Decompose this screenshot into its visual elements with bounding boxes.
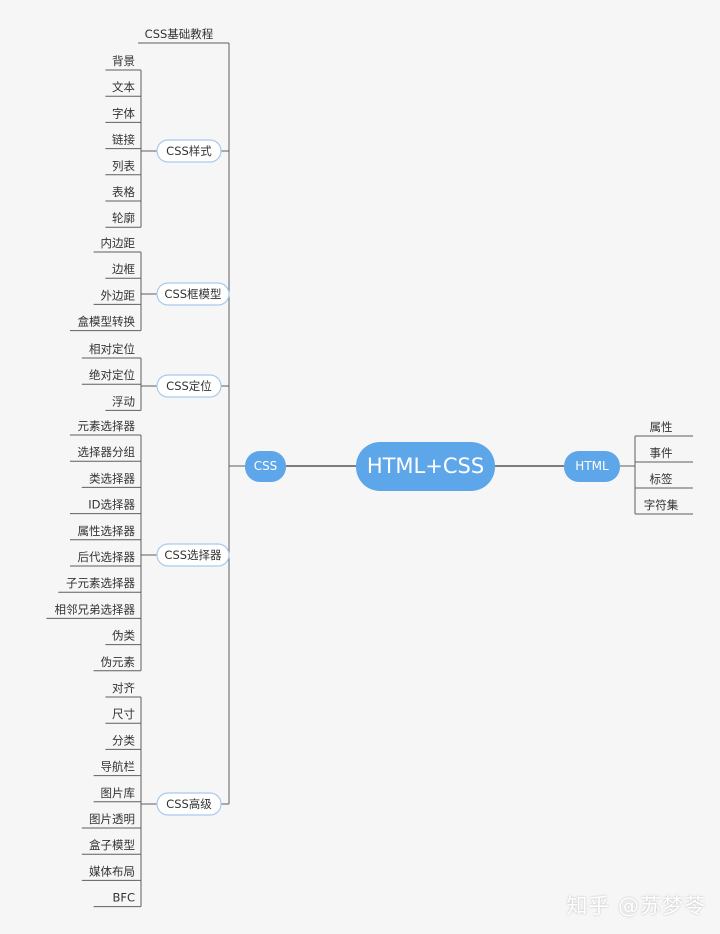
css-group-3-leaf-9[interactable]: 伪元素 [101, 655, 136, 669]
css-group-0-leaf-0[interactable]: 背景 [112, 54, 135, 68]
connector-lines [46, 42, 693, 908]
root-node-label: HTML+CSS [367, 454, 484, 478]
css-group-label-4: CSS高级 [166, 797, 212, 811]
root-node[interactable] [356, 442, 495, 491]
css-group-3-leaf-3[interactable]: ID选择器 [88, 498, 135, 512]
css-group-2-leaf-1[interactable]: 绝对定位 [89, 368, 135, 382]
css-group-3-leaf-6[interactable]: 子元素选择器 [66, 576, 135, 590]
css-group-4-leaf-5[interactable]: 图片透明 [89, 812, 135, 826]
css-group-3-leaf-0[interactable]: 元素选择器 [78, 419, 136, 433]
css-group-1-leaf-3[interactable]: 盒模型转换 [78, 315, 136, 329]
html-branch-node[interactable] [564, 451, 620, 482]
css-branch-label: CSS [254, 459, 278, 473]
css-group-4-leaf-6[interactable]: 盒子模型 [89, 838, 135, 852]
css-group-node-4[interactable] [156, 792, 222, 816]
css-group-label-2: CSS定位 [166, 379, 212, 393]
css-group-3-leaf-5[interactable]: 后代选择器 [78, 550, 136, 564]
css-group-0-leaf-1[interactable]: 文本 [112, 80, 135, 94]
html-leaf-2[interactable]: 标签 [650, 472, 673, 486]
css-group-0-leaf-6[interactable]: 轮廓 [112, 211, 135, 225]
css-group-0-leaf-4[interactable]: 列表 [112, 159, 135, 173]
html-leaf-3[interactable]: 字符集 [644, 498, 679, 512]
css-group-0-leaf-5[interactable]: 表格 [112, 185, 135, 199]
css-group-4-leaf-1[interactable]: 尺寸 [112, 707, 135, 721]
watermark: 知乎 @苏梦苓 [566, 894, 706, 918]
css-group-label-1: CSS框模型 [164, 287, 221, 301]
css-group-4-leaf-4[interactable]: 图片库 [101, 786, 136, 800]
css-group-1-leaf-0[interactable]: 内边距 [101, 236, 136, 250]
css-group-3-leaf-8[interactable]: 伪类 [112, 629, 135, 643]
css-tutorial-item[interactable]: CSS基础教程 [145, 27, 214, 41]
css-group-node-0[interactable] [156, 139, 222, 163]
html-leaf-0[interactable]: 属性 [650, 420, 673, 434]
css-group-4-leaf-8[interactable]: BFC [112, 891, 135, 905]
css-group-2-leaf-2[interactable]: 浮动 [112, 394, 135, 408]
css-group-3-leaf-4[interactable]: 属性选择器 [78, 524, 136, 538]
css-group-3-leaf-2[interactable]: 类选择器 [89, 471, 135, 485]
css-group-node-2[interactable] [156, 374, 222, 398]
css-branch-node[interactable] [245, 451, 286, 482]
css-group-4-leaf-0[interactable]: 对齐 [112, 681, 135, 695]
css-group-label-3: CSS选择器 [164, 548, 222, 562]
css-group-1-leaf-2[interactable]: 外边距 [101, 288, 136, 302]
css-group-0-leaf-3[interactable]: 链接 [112, 133, 135, 147]
css-group-3-leaf-7[interactable]: 相邻兄弟选择器 [55, 602, 136, 616]
css-group-node-1[interactable] [156, 282, 230, 306]
css-group-1-leaf-1[interactable]: 边框 [112, 262, 135, 276]
css-group-4-leaf-2[interactable]: 分类 [112, 733, 135, 747]
css-group-4-leaf-7[interactable]: 媒体布局 [89, 864, 135, 878]
css-group-node-3[interactable] [156, 543, 230, 567]
css-group-4-leaf-3[interactable]: 导航栏 [101, 760, 136, 774]
html-leaf-1[interactable]: 事件 [650, 446, 673, 460]
css-group-3-leaf-1[interactable]: 选择器分组 [78, 445, 136, 459]
css-group-0-leaf-2[interactable]: 字体 [112, 106, 135, 120]
html-branch-label: HTML [575, 459, 609, 473]
css-group-2-leaf-0[interactable]: 相对定位 [89, 342, 135, 356]
css-group-label-0: CSS样式 [166, 144, 212, 158]
